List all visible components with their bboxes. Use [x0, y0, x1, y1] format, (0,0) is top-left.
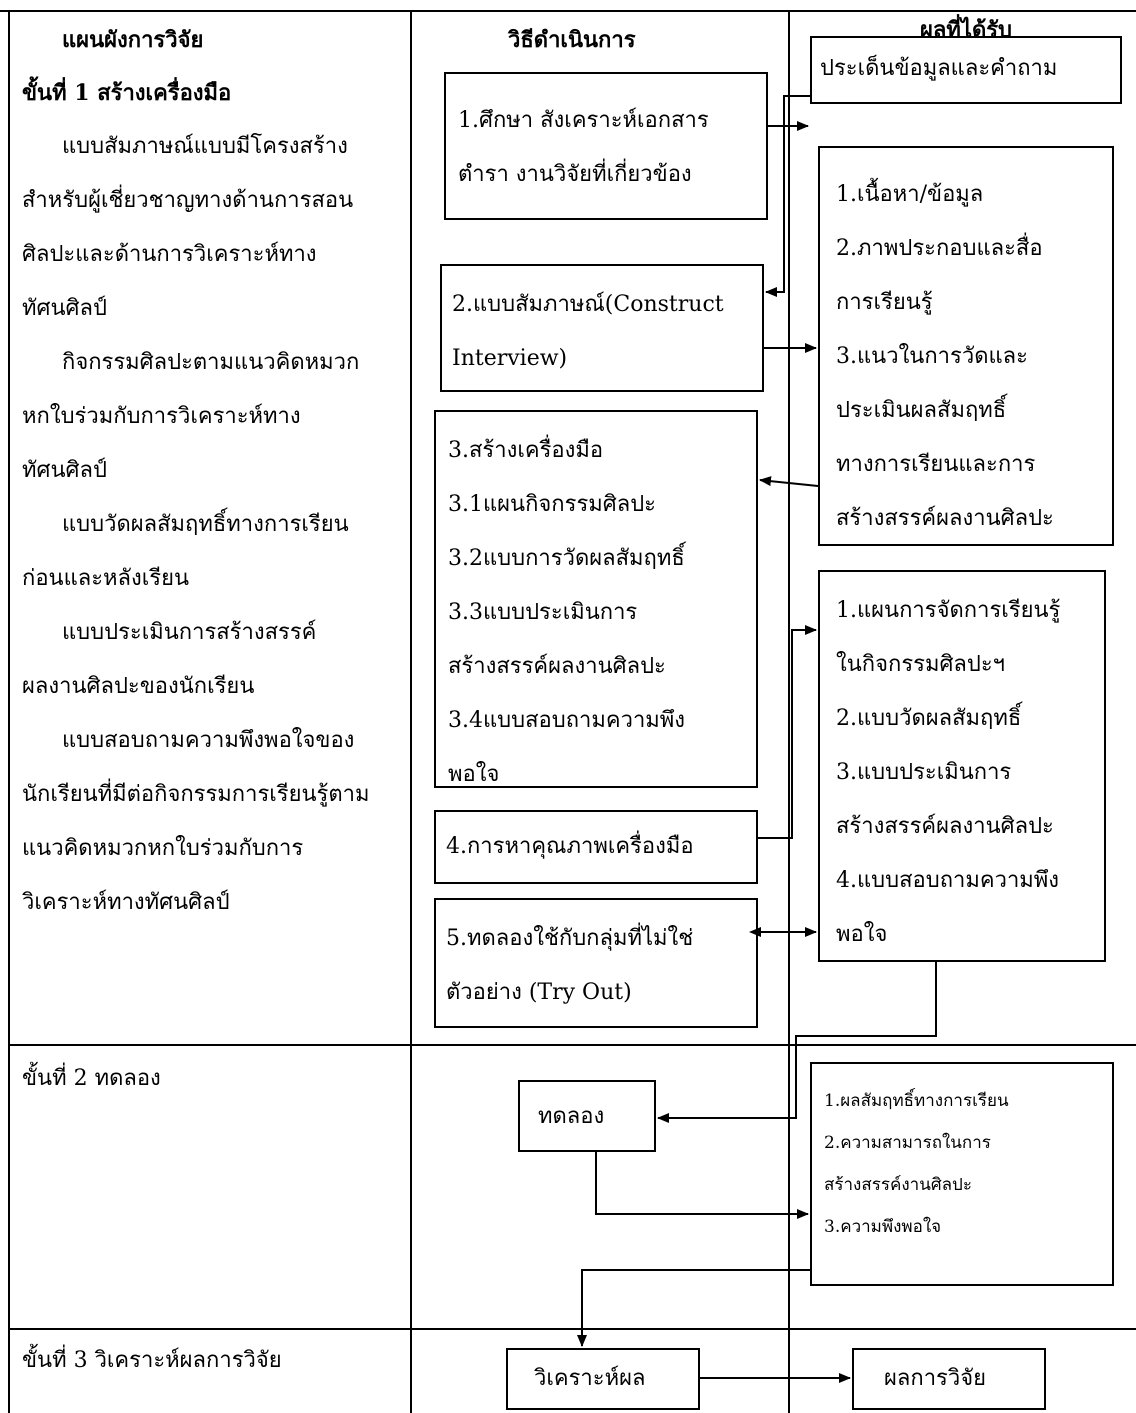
box-line: 2.ความสามารถในการ [824, 1133, 991, 1153]
stage1-line: วิเคราะห์ทางทัศนศิลป์ [22, 890, 230, 915]
box-line: สร้างสรรค์ผลงานศิลปะ [448, 654, 666, 679]
analyze-box: วิเคราะห์ผล [506, 1348, 700, 1410]
header-result: ผลที่ได้รับ [920, 17, 1013, 43]
box-line: 3.แนวในการวัดและ [836, 344, 1028, 369]
quality-check-box: 4.การหาคุณภาพเครื่องมือ [434, 810, 758, 884]
header-plan: แผนผังการวิจัย [62, 27, 204, 53]
column-divider-1 [410, 10, 412, 1413]
box-line: 3.3แบบประเมินการ [448, 600, 638, 625]
arrow-issues-to-interview [765, 95, 810, 297]
box-line: สร้างสรรค์งานศิลปะ [824, 1175, 972, 1195]
arrow-experiment-to-outcomes [595, 1152, 809, 1219]
stage1-line: แนวคิดหมวกหกใบร่วมกับการ [22, 836, 304, 861]
issues-box: ประเด็นข้อมูลและคำถาม [810, 36, 1122, 104]
tool-outputs-box: 1.แผนการจัดการเรียนรู้ ในกิจกรรมศิลปะฯ 2… [818, 570, 1106, 962]
box-line: พอใจ [836, 922, 888, 947]
box-line: ประเด็นข้อมูลและคำถาม [820, 56, 1058, 81]
stage1-line: ทัศนศิลป์ [22, 458, 107, 483]
box-line: ผลการวิจัย [884, 1366, 986, 1391]
stage1-line: ศิลปะและด้านการวิเคราะห์ทาง [22, 242, 317, 267]
box-line: สร้างสรรค์ผลงานศิลปะ [836, 814, 1054, 839]
stage2-title: ขั้นที่ 2 ทดลอง [22, 1066, 161, 1091]
box-line: 3.1แผนกิจกรรมศิลปะ [448, 492, 656, 517]
box-line: สร้างสรรค์ผลงานศิลปะ [836, 506, 1054, 531]
stage3-title: ขั้นที่ 3 วิเคราะห์ผลการวิจัย [22, 1348, 282, 1373]
box-line: การเรียนรู้ [836, 290, 933, 315]
research-result-box: ผลการวิจัย [852, 1348, 1046, 1410]
box-line: ตำรา งานวิจัยที่เกี่ยวข้อง [458, 162, 692, 187]
box-line: 3.สร้างเครื่องมือ [448, 438, 604, 463]
arrow-outcomes-to-analyze [577, 1269, 810, 1347]
box-line: ตัวอย่าง (Try Out) [446, 980, 632, 1005]
stage1-line: สำหรับผู้เชี่ยวชาญทางด้านการสอน [22, 188, 354, 213]
table-border-top [0, 10, 1136, 12]
box-line: 1.ศึกษา สังเคราะห์เอกสาร [458, 108, 709, 133]
arrow-quality-to-outputs [758, 625, 817, 839]
study-documents-box: 1.ศึกษา สังเคราะห์เอกสาร ตำรา งานวิจัยที… [444, 72, 768, 220]
stage1-line: แบบสัมภาษณ์แบบมีโครงสร้าง [62, 134, 348, 159]
box-line: 2.แบบสัมภาษณ์(Construct [452, 292, 724, 317]
experiment-box: ทดลอง [518, 1080, 656, 1152]
tryout-box: 5.ทดลองใช้กับกลุ่มที่ไม่ใช่ ตัวอย่าง (Tr… [434, 898, 758, 1028]
box-line: 1.ผลสัมฤทธิ์ทางการเรียน [824, 1091, 1009, 1111]
box-line: ทดลอง [538, 1104, 605, 1129]
outcomes-box: 1.ผลสัมฤทธิ์ทางการเรียน 2.ความสามารถในกา… [810, 1062, 1114, 1286]
stage1-line: ก่อนและหลังเรียน [22, 566, 190, 591]
box-line: ทางการเรียนและการ [836, 452, 1036, 477]
stage1-line: นักเรียนที่มีต่อกิจกรรมการเรียนรู้ตาม [22, 782, 370, 807]
box-line: 1.แผนการจัดการเรียนรู้ [836, 598, 1061, 623]
stage1-line: แบบประเมินการสร้างสรรค์ [62, 620, 317, 645]
box-line: 4.แบบสอบถามความพึง [836, 868, 1060, 893]
box-line: Interview) [452, 346, 568, 371]
stage1-line: หกใบร่วมกับการวิเคราะห์ทาง [22, 404, 301, 429]
box-line: 1.เนื้อหา/ข้อมูล [836, 182, 984, 207]
box-line: 3.2แบบการวัดผลสัมฤทธิ์ [448, 546, 685, 571]
box-line: 3.แบบประเมินการ [836, 760, 1012, 785]
header-method: วิธีดำเนินการ [508, 27, 636, 53]
stage1-line: ทัศนศิลป์ [22, 296, 107, 321]
stage1-line: กิจกรรมศิลปะตามแนวคิดหมวก [62, 350, 360, 375]
box-line: 5.ทดลองใช้กับกลุ่มที่ไม่ใช่ [446, 926, 694, 951]
build-tools-box: 3.สร้างเครื่องมือ 3.1แผนกิจกรรมศิลปะ 3.2… [434, 410, 758, 788]
box-line: ประเมินผลสัมฤทธิ์ [836, 398, 1007, 423]
row-divider-2 [8, 1328, 1136, 1330]
interview-box: 2.แบบสัมภาษณ์(Construct Interview) [440, 264, 764, 392]
box-line: 2.แบบวัดผลสัมฤทธิ์ [836, 706, 1022, 731]
row-divider-1 [8, 1044, 1136, 1046]
content-box: 1.เนื้อหา/ข้อมูล 2.ภาพประกอบและสื่อ การเ… [818, 146, 1114, 546]
stage1-line: แบบวัดผลสัมฤทธิ์ทางการเรียน [62, 512, 349, 537]
box-line: ในกิจกรรมศิลปะฯ [836, 652, 1006, 677]
column-divider-2 [788, 10, 790, 1413]
box-line: 2.ภาพประกอบและสื่อ [836, 236, 1043, 261]
box-line: 4.การหาคุณภาพเครื่องมือ [446, 834, 694, 859]
stage1-line: ผลงานศิลปะของนักเรียน [22, 674, 255, 699]
arrow-outputs-to-experiment [657, 962, 937, 1123]
stage1-title: ขั้นที่ 1 สร้างเครื่องมือ [22, 80, 232, 106]
box-line: 3.4แบบสอบถามความพึง [448, 708, 686, 733]
box-line: พอใจ [448, 762, 500, 787]
box-line: 3.ความพึงพอใจ [824, 1217, 942, 1237]
table-border-left [8, 10, 10, 1413]
box-line: วิเคราะห์ผล [534, 1366, 646, 1391]
arrow-content-to-build [759, 476, 819, 487]
stage1-line: แบบสอบถามความพึงพอใจของ [62, 728, 355, 753]
